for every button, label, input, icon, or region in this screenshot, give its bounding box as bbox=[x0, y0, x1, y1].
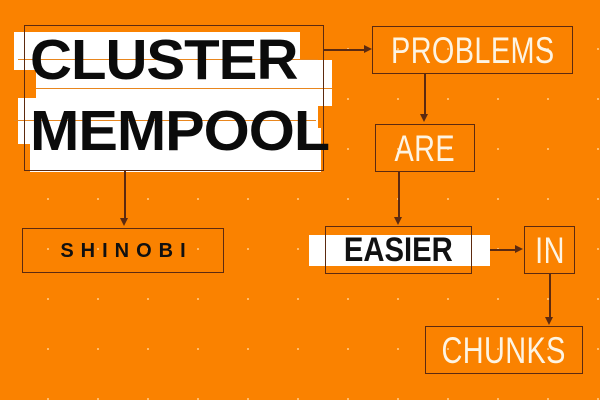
node-in: IN bbox=[524, 226, 575, 274]
arrowhead-easier-to-in-icon bbox=[515, 245, 523, 253]
node-problems-label: PROBLEMS bbox=[390, 29, 555, 71]
arrowhead-are-to-easier-icon bbox=[394, 217, 402, 225]
connector-title-to-shinobi bbox=[124, 171, 126, 219]
node-chunks-label: CHUNKS bbox=[441, 329, 567, 371]
title-rule-2 bbox=[36, 88, 332, 90]
easier-highlight-bar bbox=[309, 235, 490, 266]
title-rule-1 bbox=[18, 59, 318, 61]
title-box-outline bbox=[24, 25, 324, 171]
arrowhead-problems-to-are-icon bbox=[420, 114, 428, 122]
node-are-label: ARE bbox=[394, 127, 456, 169]
connector-problems-to-are bbox=[424, 74, 426, 115]
node-shinobi: SHINOBI bbox=[22, 228, 224, 273]
node-easier-label: EASIER bbox=[344, 231, 453, 269]
node-in-label: IN bbox=[534, 229, 565, 271]
connector-are-to-easier bbox=[398, 172, 400, 218]
page-title: CLUSTER MEMPOOL bbox=[26, 25, 330, 171]
node-shinobi-label: SHINOBI bbox=[60, 239, 193, 262]
connector-easier-to-in bbox=[472, 249, 516, 251]
page-title-line-1: CLUSTER bbox=[30, 28, 298, 92]
node-problems: PROBLEMS bbox=[372, 26, 573, 74]
arrowhead-title-to-problems-icon bbox=[364, 45, 372, 53]
connector-in-to-chunks bbox=[549, 274, 551, 318]
node-are: ARE bbox=[375, 124, 475, 172]
node-chunks: CHUNKS bbox=[425, 326, 583, 374]
page-title-line-2: MEMPOOL bbox=[30, 99, 330, 163]
node-easier: EASIER bbox=[325, 226, 472, 274]
connector-title-to-problems bbox=[324, 49, 365, 51]
title-highlight-strip-4 bbox=[30, 128, 321, 172]
arrowhead-in-to-chunks-icon bbox=[545, 317, 553, 325]
arrowhead-title-to-shinobi-icon bbox=[120, 218, 128, 226]
title-rule-3 bbox=[14, 120, 316, 122]
